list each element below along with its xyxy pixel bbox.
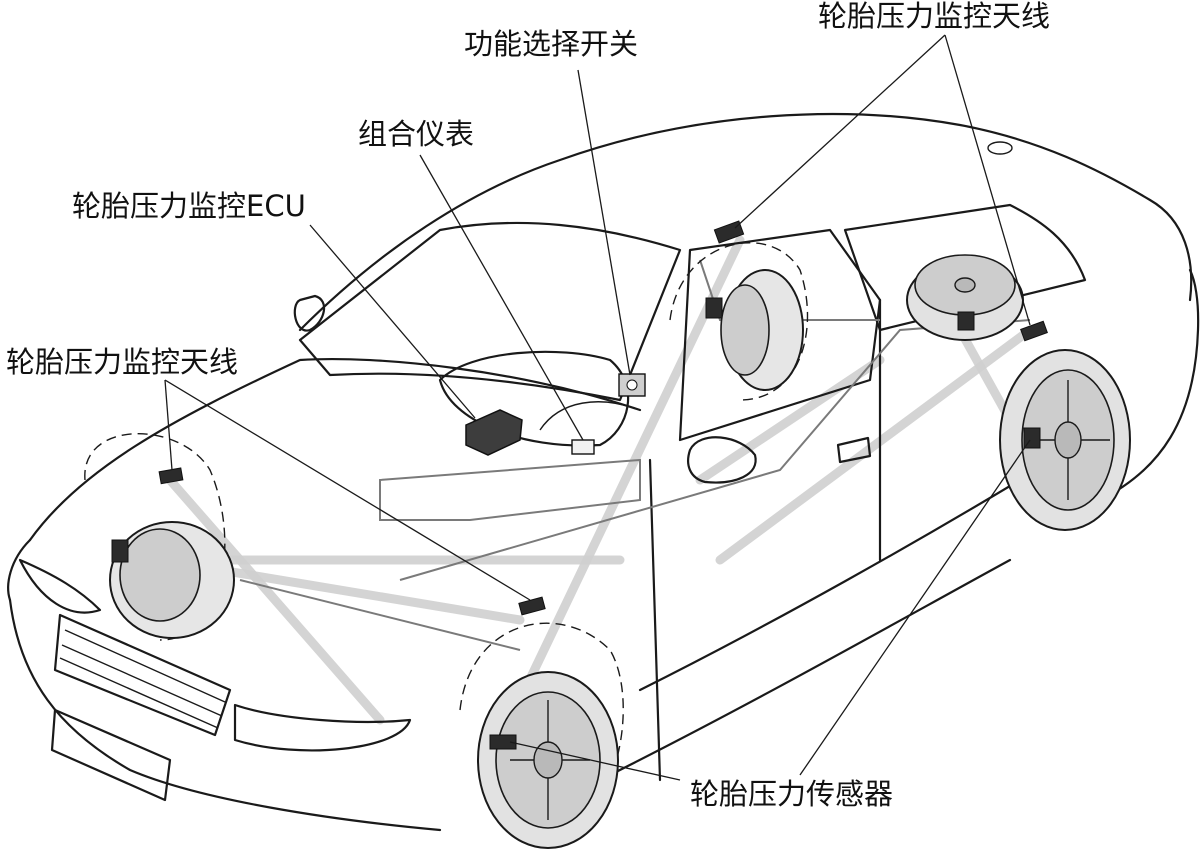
switch-icon <box>626 379 638 391</box>
left-headlight <box>18 558 102 614</box>
ecu-box <box>465 409 523 456</box>
antenna-front-left <box>158 467 184 485</box>
wire-loop <box>379 458 641 521</box>
rear-left-wheel <box>669 242 809 401</box>
leader-antenna-rear-right <box>944 34 1031 326</box>
hood-line <box>28 357 642 542</box>
right-headlight <box>233 703 412 752</box>
leader-ecu <box>309 224 476 419</box>
sensor-front-right <box>489 734 517 750</box>
leader-antenna-front-left <box>164 379 173 471</box>
steering-area <box>539 401 641 431</box>
tpms-ecu-label: 轮胎压力监控ECU <box>72 189 306 223</box>
leader-function-switch <box>577 69 631 376</box>
rim <box>119 528 201 622</box>
signal-beams <box>155 235 1035 725</box>
wire-run <box>239 579 521 651</box>
leader-lines <box>164 34 1031 781</box>
sensor-spare <box>957 311 975 331</box>
instrument-cluster-module <box>571 439 595 455</box>
function-switch-label: 功能选择开关 <box>464 27 639 61</box>
sensor-front-left <box>111 539 129 563</box>
wheel-arch <box>459 622 624 846</box>
windshield <box>298 221 682 402</box>
fuel-cap <box>987 141 1013 155</box>
door-handle <box>836 436 872 464</box>
grille-bars <box>59 629 226 729</box>
spokes <box>1030 380 1110 500</box>
antenna-rear-right <box>1020 320 1048 342</box>
leader-sensor-rear <box>799 439 1031 776</box>
antenna-top-right-label: 轮胎压力监控天线 <box>818 0 1051 33</box>
antenna-front-right <box>518 596 546 616</box>
spokes <box>510 700 590 820</box>
wiring-harness <box>239 259 1031 651</box>
pressure-sensors <box>111 297 1041 750</box>
hub <box>954 277 976 293</box>
leader-instrument-cluster <box>419 154 584 441</box>
front-right-wheel <box>459 622 624 849</box>
rear-right-wheel <box>999 349 1131 531</box>
hub <box>533 741 563 779</box>
leader-sensor-front <box>509 741 681 781</box>
hub <box>1054 421 1082 459</box>
rim <box>720 284 770 376</box>
signal-beam <box>695 355 885 485</box>
wheel-arch <box>669 242 809 401</box>
front-bumper <box>8 598 442 832</box>
antennas <box>158 220 1048 616</box>
rear-side-window <box>843 203 1087 332</box>
wheel-arch <box>84 432 226 641</box>
signal-beam <box>165 475 385 725</box>
right-mirror <box>687 436 757 484</box>
door-front-edge <box>648 458 662 782</box>
leader-antenna-rear-left <box>734 34 946 229</box>
signal-beam <box>955 325 1015 425</box>
license-plate <box>50 708 172 802</box>
front-grille <box>53 613 232 737</box>
front-side-window <box>678 228 882 442</box>
car-body <box>7 112 1200 832</box>
left-mirror <box>293 294 326 332</box>
side-body-line <box>638 478 1022 692</box>
rear-end <box>1098 268 1200 502</box>
side-sill <box>598 558 1012 782</box>
instrument-cluster-label: 组合仪表 <box>358 117 475 151</box>
roof-outline <box>298 112 1193 332</box>
pressure-sensor-label: 轮胎压力传感器 <box>690 777 894 811</box>
front-corner <box>7 538 32 602</box>
leader-antenna-front-right <box>164 379 531 601</box>
wire-run <box>699 259 880 321</box>
tpms-ecu-unit <box>465 409 523 456</box>
antenna-left-label: 轮胎压力监控天线 <box>6 345 239 379</box>
sensor-rear-left <box>705 297 723 319</box>
front-left-wheel <box>84 432 235 641</box>
